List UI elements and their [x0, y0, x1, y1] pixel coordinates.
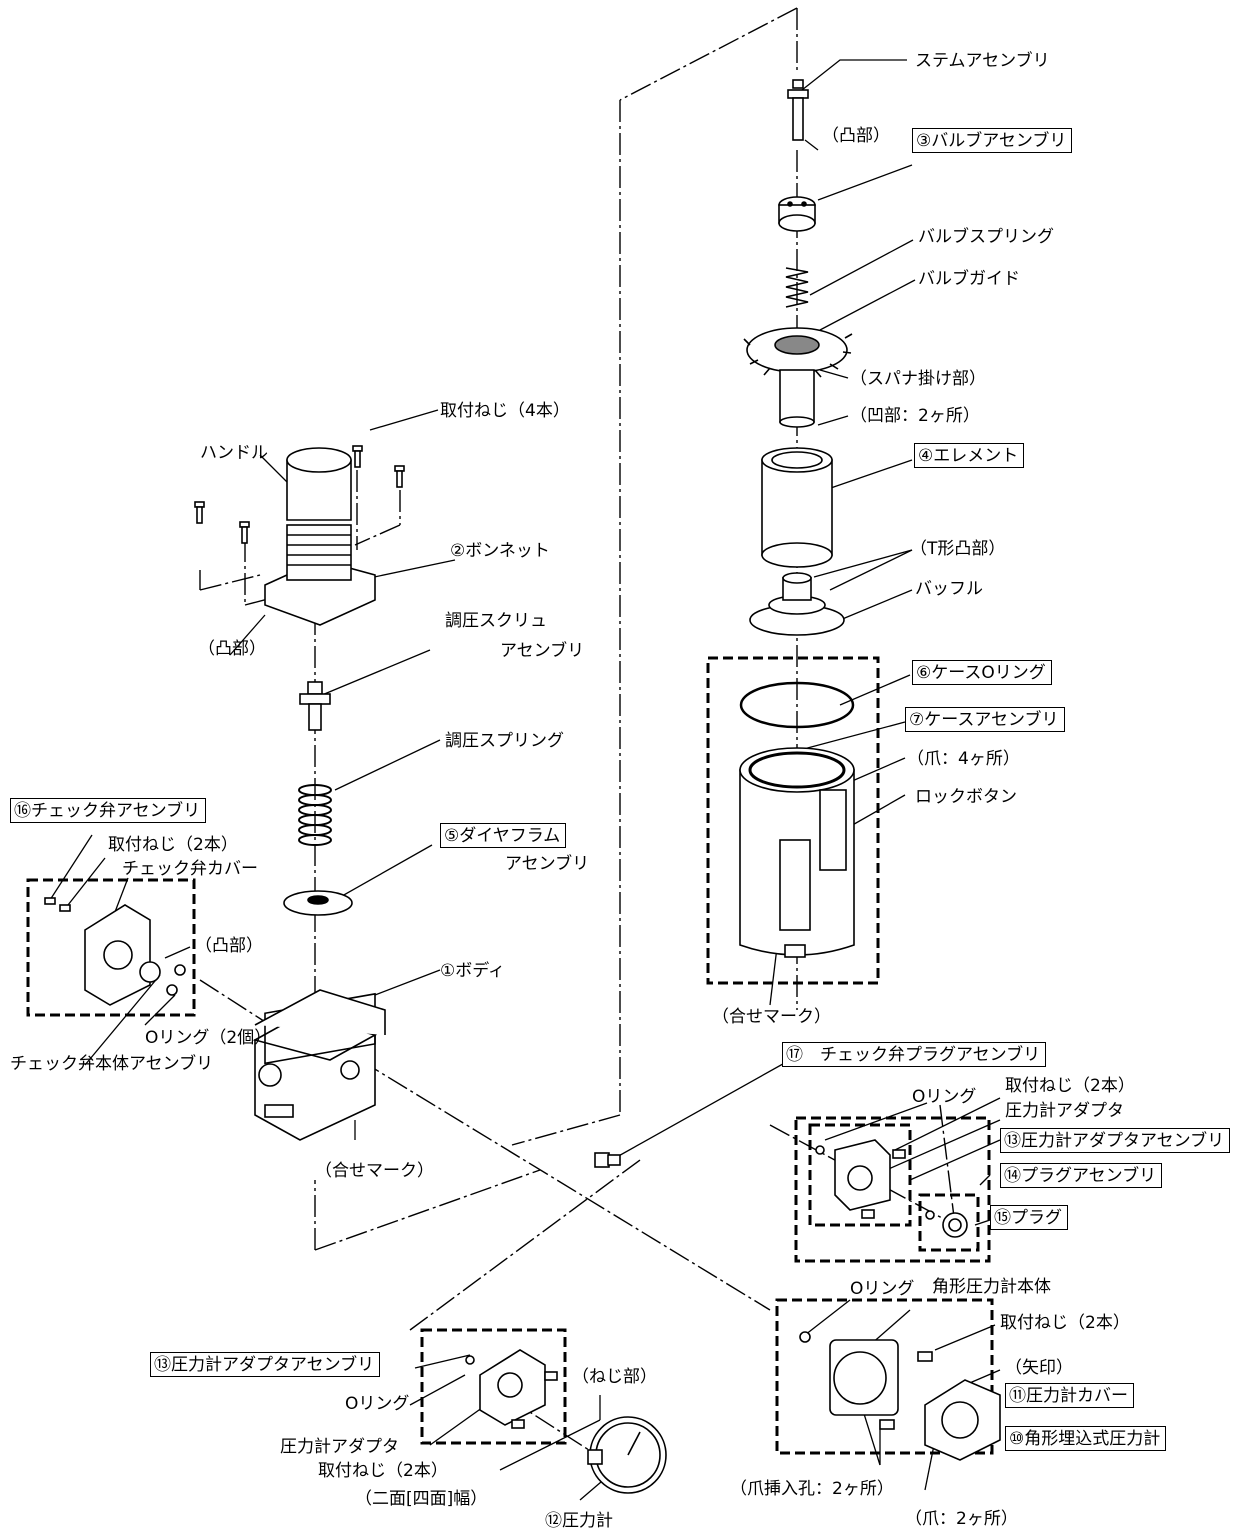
label-diaphragm-1: ⑤ダイヤフラム	[440, 823, 567, 848]
case-assembly-part	[739, 747, 855, 958]
label-mount-screw-2-right: 取付ねじ（2本）	[1005, 1076, 1135, 1096]
label-thread-part: （ねじ部）	[572, 1367, 657, 1387]
label-match-mark-case: （合せマーク）	[712, 1007, 831, 1027]
label-valve-guide: バルブガイド	[918, 269, 1020, 289]
label-match-mark-body: （合せマーク）	[315, 1161, 434, 1181]
label-check-valve-body: チェック弁本体アセンブリ	[10, 1054, 214, 1074]
label-gauge-adapter-left: 圧力計アダプタ	[280, 1437, 399, 1457]
adjust-screw-part	[299, 681, 331, 731]
label-case-oring: ⑥ケースOリング	[912, 660, 1052, 685]
label-case-assembly: ⑦ケースアセンブリ	[905, 707, 1065, 732]
label-claw-4: （爪：4ヶ所）	[907, 749, 1020, 769]
label-mount-screw-4: 取付ねじ（4本）	[440, 401, 570, 421]
pressure-gauge-part	[587, 1416, 667, 1494]
label-square-embedded-gauge: ⑩角形埋込式圧力計	[1005, 1426, 1167, 1451]
label-stem-assembly: ステムアセンブリ	[915, 51, 1050, 71]
body-part	[252, 989, 386, 1141]
label-mount-screw-2-check: 取付ねじ（2本）	[108, 835, 238, 855]
label-claw-2: （爪：2ヶ所）	[905, 1509, 1018, 1529]
label-adjust-screw-1: 調圧スクリュ	[445, 611, 547, 631]
stem-assembly-part	[787, 79, 809, 141]
label-body: ①ボディ	[440, 961, 506, 981]
label-check-valve-assembly: ⑯チェック弁アセンブリ	[10, 798, 207, 823]
label-lock-button: ロックボタン	[915, 787, 1017, 807]
gauge-adapter-left-part	[465, 1349, 558, 1429]
label-bonnet: ②ボンネット	[450, 541, 550, 561]
label-oring-2: Oリング（2個）	[145, 1028, 272, 1048]
label-concave-2: （凹部：2ヶ所）	[850, 406, 980, 426]
label-oring-left: Oリング	[345, 1394, 410, 1414]
label-claw-insert-hole: （爪挿入孔：2ヶ所）	[730, 1479, 894, 1499]
valve-spring-part	[785, 267, 809, 308]
label-check-plug-assembly: ⑰ チェック弁プラグアセンブリ	[782, 1042, 1047, 1067]
sub-assembly-boxes	[26, 656, 994, 1455]
adjust-spring-part	[298, 784, 332, 846]
label-gauge-adapter-right: 圧力計アダプタ	[1005, 1101, 1124, 1121]
check-plug-part	[594, 1152, 621, 1168]
label-mount-screw-2-left: 取付ねじ（2本）	[318, 1461, 448, 1481]
label-valve-spring: バルブスプリング	[918, 227, 1054, 247]
label-mount-screw-2-square: 取付ねじ（2本）	[1000, 1313, 1130, 1333]
label-oring-right: Oリング	[912, 1087, 977, 1107]
baffle-part	[749, 572, 845, 636]
label-handle: ハンドル	[200, 443, 268, 463]
element-part	[761, 447, 833, 568]
label-valve-assembly: ③バルブアセンブリ	[912, 128, 1073, 153]
label-gauge-adapter-assembly-right: ⑬圧力計アダプタアセンブリ	[1000, 1128, 1231, 1153]
square-gauge-part	[799, 1331, 1001, 1461]
mount-screws-4-part	[194, 445, 405, 544]
label-adjust-spring: 調圧スプリング	[445, 731, 564, 751]
label-convex-bonnet: （凸部）	[198, 639, 266, 659]
valve-guide-part	[743, 327, 853, 428]
label-arrow-mark: （矢印）	[1005, 1358, 1073, 1378]
label-plug-assembly: ⑭プラグアセンブリ	[1000, 1163, 1163, 1188]
case-oring-part	[739, 681, 855, 729]
label-square-gauge-body: 角形圧力計本体	[932, 1277, 1051, 1297]
diaphragm-part	[283, 890, 353, 916]
label-gauge-cover: ⑪圧力計カバー	[1005, 1383, 1134, 1408]
label-baffle: バッフル	[915, 579, 983, 599]
label-convex-check: （凸部）	[195, 936, 263, 956]
label-two-face-width: （二面[四面]幅）	[355, 1489, 488, 1509]
valve-assembly-part	[778, 196, 816, 232]
label-plug: ⑮プラグ	[990, 1205, 1068, 1230]
label-t-convex: （T形凸部）	[910, 539, 1006, 559]
label-element: ④エレメント	[914, 443, 1025, 468]
label-diaphragm-2: アセンブリ	[505, 854, 590, 874]
label-gauge-adapter-assembly-left: ⑬圧力計アダプタアセンブリ	[150, 1352, 381, 1377]
label-adjust-screw-2: アセンブリ	[500, 641, 585, 661]
label-convex-top: （凸部）	[822, 126, 890, 146]
gauge-adapter-right-part	[815, 1139, 968, 1238]
label-gauge: ⑫圧力計	[545, 1511, 613, 1531]
check-valve-cover-part	[44, 897, 186, 1006]
label-oring-square: Oリング	[850, 1279, 915, 1299]
bonnet-part	[264, 447, 376, 626]
label-check-valve-cover: チェック弁カバー	[122, 859, 258, 879]
label-spanner-part: （スパナ掛け部）	[850, 369, 986, 389]
